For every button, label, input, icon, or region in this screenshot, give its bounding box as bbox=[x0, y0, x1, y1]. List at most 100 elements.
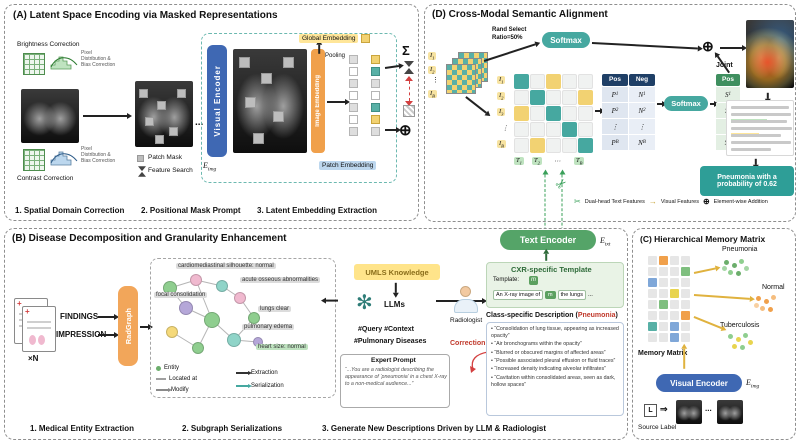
step-label: 1. Spatial Domain Correction bbox=[15, 206, 125, 215]
panel-c-title: (C) Hierarchical Memory Matrix bbox=[640, 234, 766, 244]
image-feature-tag: IB bbox=[428, 90, 437, 99]
panel-a: (A) Latent Space Encoding via Masked Rep… bbox=[4, 4, 419, 221]
patch-embedding-label: Patch Embedding bbox=[319, 161, 377, 170]
pooling-label: Pooling bbox=[325, 53, 346, 59]
description-item: “Cavitation within consolidated areas, s… bbox=[491, 375, 619, 389]
description-item: “Possible associated pleural effusion or… bbox=[491, 358, 619, 365]
patch-token-column bbox=[349, 55, 358, 136]
template-chips-row: An X-ray image of m the lungs ... bbox=[493, 290, 593, 300]
report-document-icon: + bbox=[22, 306, 56, 352]
legend-extraction: Extraction bbox=[236, 370, 278, 376]
contrast-histogram-icon bbox=[50, 151, 78, 166]
memory-matrix-label: Memory Matrix bbox=[638, 350, 688, 357]
histogram-caption: Pixel Distribution & Bias Correction bbox=[81, 146, 116, 164]
xray-input-image bbox=[21, 89, 79, 143]
expert-prompt-box: Expert Prompt “...You are a radiologist … bbox=[340, 354, 450, 408]
contrast-correction-label: Contrast Correction bbox=[17, 175, 74, 182]
global-embedding-label: Global Embedding bbox=[299, 34, 359, 43]
umls-box: UMLS Knowledge bbox=[354, 264, 440, 280]
red-double-arrow bbox=[405, 76, 414, 106]
visual-encoder-box: Visual Encoder bbox=[207, 45, 227, 157]
histogram-caption: Pixel Distribution & Bias Correction bbox=[81, 50, 116, 68]
latent-extraction-box bbox=[201, 33, 397, 183]
expert-prompt-title: Expert Prompt bbox=[371, 357, 416, 364]
description-item: “Air bronchograms within the opacity” bbox=[491, 341, 619, 348]
legend-located-at: Located at bbox=[156, 376, 197, 382]
entity-node bbox=[192, 342, 204, 354]
encoder-to-memory-arrow bbox=[683, 348, 685, 369]
entity-node bbox=[248, 312, 260, 324]
cluster-pneumonia-dots bbox=[724, 260, 729, 265]
arrow-right bbox=[595, 110, 600, 112]
rand-select-label: Rand Select bbox=[492, 27, 527, 33]
findings-label: FINDINGS bbox=[60, 312, 99, 321]
cluster-tuberculosis-dots bbox=[728, 334, 733, 339]
memory-matrix-grid bbox=[648, 256, 690, 342]
brightness-grid-icon bbox=[23, 53, 45, 75]
visual-features-label: Visual Features bbox=[660, 198, 699, 205]
image-feature-tag: I1 bbox=[428, 52, 437, 61]
legend-entity: Entity bbox=[156, 365, 179, 371]
e-txt-symbol: Etxt bbox=[600, 236, 611, 248]
text-encoder-box: Text Encoder bbox=[500, 230, 596, 250]
llm-icon: ✻ bbox=[356, 292, 373, 314]
template-chip: An X-ray image of bbox=[493, 290, 544, 300]
prediction-box: Pneumonia with a probability of 0.62 bbox=[700, 166, 794, 196]
pos-header: Pos bbox=[602, 74, 628, 86]
scissors-icon: ✂ bbox=[574, 197, 581, 206]
entity-tag: focal consolidation bbox=[154, 292, 208, 298]
arrow-right bbox=[327, 101, 345, 103]
template-chip: the lungs bbox=[557, 290, 586, 300]
step-label: 2. Positional Mask Prompt bbox=[141, 206, 241, 215]
template-chip-dots: ... bbox=[587, 292, 593, 298]
entity-node bbox=[204, 312, 220, 328]
brightness-correction-label: Brightness Correction bbox=[17, 41, 80, 48]
ratio-label: Ratio=50% bbox=[492, 35, 523, 41]
entity-node bbox=[179, 301, 193, 315]
expert-prompt-text: “...You are a radiologist describing the… bbox=[345, 367, 447, 387]
entity-node bbox=[216, 280, 228, 292]
radiologist-body-icon bbox=[454, 299, 478, 313]
text-feature-arrow bbox=[544, 174, 546, 231]
template-chip-m: m bbox=[545, 291, 556, 299]
matrix-row-d dots: ⋮ bbox=[502, 125, 509, 132]
pos-cell: ⋮ bbox=[602, 119, 628, 134]
description-item: “Blurred or obscured margins of affected… bbox=[491, 350, 619, 357]
oplus-symbol: ⊕ bbox=[399, 122, 412, 139]
arrow-left bbox=[326, 300, 338, 302]
entity-node bbox=[190, 274, 202, 286]
vertical-ellipsis: ⋮ bbox=[432, 77, 439, 84]
description-item: “Increased density indicating alveolar i… bbox=[491, 366, 619, 373]
step-label: 2. Subgraph Serializations bbox=[182, 424, 283, 433]
softmax-box: Softmax bbox=[542, 32, 590, 48]
cluster-label-pneumonia: Pneumonia bbox=[722, 246, 758, 253]
arrow-right bbox=[98, 334, 114, 336]
panel-a-title: (A) Latent Space Encoding via Masked Rep… bbox=[13, 10, 278, 21]
correction-arrow bbox=[470, 351, 489, 373]
text-feature-tag: TB bbox=[574, 157, 585, 166]
image-feature-map bbox=[446, 64, 476, 94]
panel-d-legend: ✂ Dual-head Text Features → Visual Featu… bbox=[574, 197, 768, 206]
entity-node bbox=[234, 292, 246, 304]
neg-header: Neg bbox=[629, 74, 655, 86]
step-label: 3. Latent Embedding Extraction bbox=[257, 206, 378, 215]
arrow-right bbox=[98, 316, 114, 318]
llms-label: LLMs bbox=[384, 300, 405, 309]
entity-node bbox=[227, 333, 241, 347]
score-header: Pos bbox=[716, 74, 740, 86]
query-context-label: #Query #Context bbox=[358, 326, 415, 333]
extraction-arrow-icon bbox=[236, 372, 248, 374]
arrow-down bbox=[395, 282, 397, 293]
visual-feature-arrow-icon: → bbox=[648, 197, 657, 206]
entity-tag: cardiomediastinal silhouette: normal bbox=[176, 263, 276, 269]
cluster-normal-dots bbox=[756, 296, 761, 301]
report-text-block bbox=[726, 100, 794, 156]
entity-node bbox=[166, 326, 178, 338]
ellipsis: ... bbox=[195, 117, 204, 128]
legend-modify: Modify bbox=[156, 387, 189, 393]
matrix-row-label: I3 bbox=[497, 108, 506, 117]
edge-line-icon bbox=[156, 378, 166, 380]
